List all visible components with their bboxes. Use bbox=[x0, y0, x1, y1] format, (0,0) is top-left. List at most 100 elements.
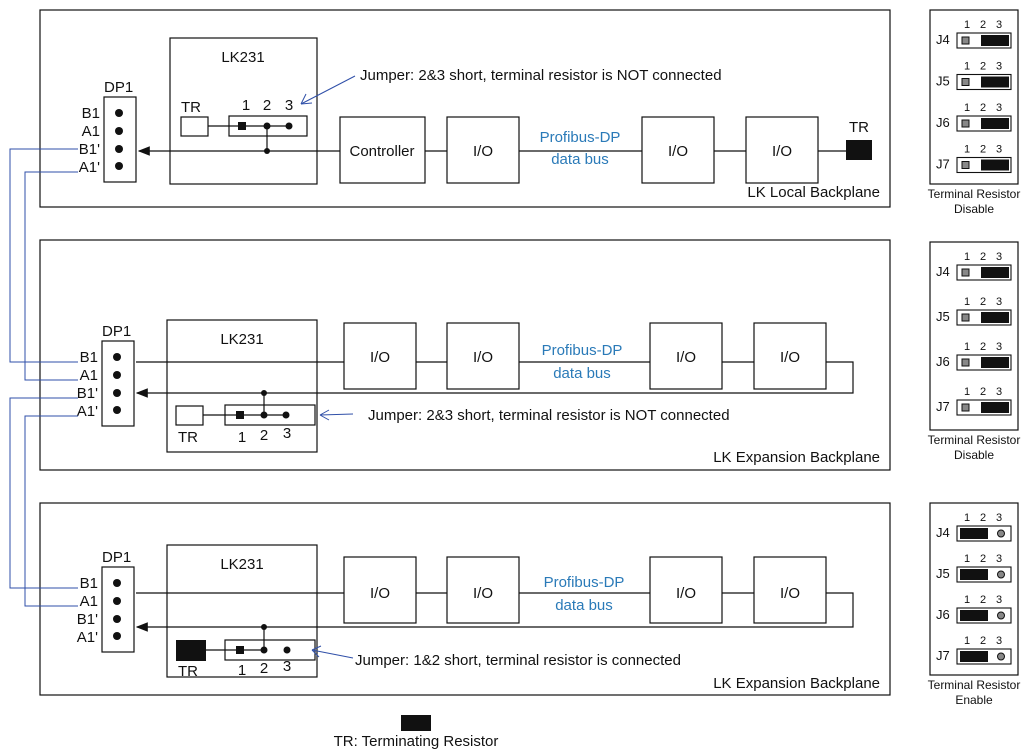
jumper-pin bbox=[961, 119, 970, 128]
io-box bbox=[343, 556, 417, 624]
backplane-expansion-1: LK Expansion Backplane DP1 B1 A1 B1' A1'… bbox=[39, 239, 891, 471]
pin-number: 2 bbox=[980, 635, 986, 647]
backplane-title: LK Local Backplane bbox=[747, 184, 880, 201]
legend-text: TR: Terminating Resistor bbox=[334, 733, 499, 750]
io-box bbox=[446, 116, 520, 184]
pin-number: 1 bbox=[238, 662, 246, 679]
backplane-local: LK Local Backplane DP1 B1 A1 B1' A1' LK2… bbox=[39, 9, 891, 208]
jumper-shunt bbox=[981, 76, 1009, 88]
jumper-pin bbox=[997, 652, 1005, 661]
jumper-shunt bbox=[960, 528, 988, 539]
pin-number: 3 bbox=[996, 594, 1002, 606]
jumper-label: J5 bbox=[936, 309, 950, 324]
io-label: I/O bbox=[668, 143, 688, 160]
jumper-pin bbox=[961, 403, 970, 412]
dp1-label: DP1 bbox=[104, 79, 133, 96]
backplane-expansion-2: LK Expansion Backplane DP1 B1 A1 B1' A1'… bbox=[39, 502, 891, 696]
dp1-connector: DP1 B1 A1 B1' A1' bbox=[79, 79, 137, 183]
dp1-connector: DP1 B1 A1 B1' A1' bbox=[77, 549, 135, 653]
pin-number: 3 bbox=[996, 296, 1002, 308]
pin-number: 1 bbox=[964, 341, 970, 353]
bus-label: data bus bbox=[553, 365, 611, 382]
pin-number: 2 bbox=[260, 660, 268, 677]
pin-number: 3 bbox=[283, 658, 291, 675]
jumper-header bbox=[956, 607, 1012, 624]
jumper-label: J4 bbox=[936, 525, 950, 540]
pin-number: 1 bbox=[964, 61, 970, 73]
pin-number: 2 bbox=[263, 97, 271, 114]
jumper-pin bbox=[961, 268, 970, 277]
jumper-header bbox=[956, 115, 1012, 132]
jumper-header bbox=[956, 156, 1012, 174]
pin-number: 3 bbox=[996, 251, 1002, 263]
bus-label: Profibus-DP bbox=[544, 574, 625, 591]
io-box bbox=[649, 322, 723, 390]
pin-label: A1 bbox=[80, 367, 98, 384]
jumper-header bbox=[956, 309, 1012, 326]
jumper-shunt bbox=[960, 569, 988, 580]
jumper-shunt bbox=[981, 267, 1009, 278]
jumper-label: J7 bbox=[936, 399, 950, 414]
tr-label: TR bbox=[849, 119, 869, 136]
jumper-label: J5 bbox=[936, 74, 950, 89]
dp1-label: DP1 bbox=[102, 323, 131, 340]
pin-number: 2 bbox=[980, 102, 986, 114]
tr-label: TR bbox=[178, 663, 198, 680]
jumper-label: J4 bbox=[936, 264, 950, 279]
jumper-header bbox=[956, 264, 1012, 281]
lk231-module: LK231 TR 1 2 3 bbox=[169, 37, 318, 185]
tr-label: TR bbox=[181, 99, 201, 116]
pin-number: 3 bbox=[996, 19, 1002, 31]
pin-number: 1 bbox=[964, 251, 970, 263]
pin-number: 3 bbox=[285, 97, 293, 114]
pin-number: 3 bbox=[996, 102, 1002, 114]
lk231-module: LK231 TR 1 2 3 bbox=[166, 544, 318, 680]
jumper-label: J5 bbox=[936, 566, 950, 581]
pin-number: 2 bbox=[980, 512, 986, 524]
pin-number: 2 bbox=[980, 553, 986, 565]
controller-box bbox=[339, 116, 426, 184]
module-label: LK231 bbox=[221, 49, 264, 66]
pin-number: 2 bbox=[980, 386, 986, 398]
bus-label: Profibus-DP bbox=[540, 129, 621, 146]
jumper-label: J7 bbox=[936, 157, 950, 172]
pin-number: 2 bbox=[980, 296, 986, 308]
io-label: I/O bbox=[676, 349, 696, 366]
jumper-header bbox=[956, 32, 1012, 49]
jumper-label: J6 bbox=[936, 607, 950, 622]
io-label: I/O bbox=[370, 585, 390, 602]
jumper-shunt bbox=[981, 159, 1009, 171]
jumper-shunt bbox=[981, 312, 1009, 323]
pin-label: B1 bbox=[80, 575, 98, 592]
jumper-pin bbox=[961, 313, 970, 322]
jumper-pin bbox=[997, 570, 1005, 579]
jumper-shunt bbox=[960, 651, 988, 662]
io-box bbox=[641, 116, 715, 184]
io-label: I/O bbox=[676, 585, 696, 602]
io-box bbox=[446, 556, 520, 624]
pin-number: 1 bbox=[964, 296, 970, 308]
pin-label: B1 bbox=[80, 349, 98, 366]
bus-label: Profibus-DP bbox=[542, 342, 623, 359]
jumper-label: J6 bbox=[936, 354, 950, 369]
jumper-note: Jumper: 2&3 short, terminal resistor is … bbox=[360, 67, 722, 84]
pin-number: 3 bbox=[996, 512, 1002, 524]
pin-number: 2 bbox=[980, 594, 986, 606]
jumper-pin bbox=[961, 161, 970, 169]
pin-number: 2 bbox=[980, 144, 986, 156]
jumper-label: J7 bbox=[936, 648, 950, 663]
io-label: I/O bbox=[473, 143, 493, 160]
legend: TR: Terminating Resistor bbox=[334, 715, 499, 750]
panel-caption: Terminal Resistor bbox=[928, 187, 1021, 201]
pin-number: 3 bbox=[996, 341, 1002, 353]
pin-number: 3 bbox=[996, 61, 1002, 73]
pin-number: 2 bbox=[980, 341, 986, 353]
io-box bbox=[649, 556, 723, 624]
pin-number: 2 bbox=[980, 251, 986, 263]
pin-label: B1' bbox=[77, 385, 98, 402]
pin-label: A1' bbox=[77, 629, 98, 646]
jumper-shunt bbox=[960, 610, 988, 621]
lk231-module: LK231 TR 1 2 3 bbox=[166, 319, 318, 453]
panel-caption: Terminal Resistor bbox=[928, 433, 1021, 447]
